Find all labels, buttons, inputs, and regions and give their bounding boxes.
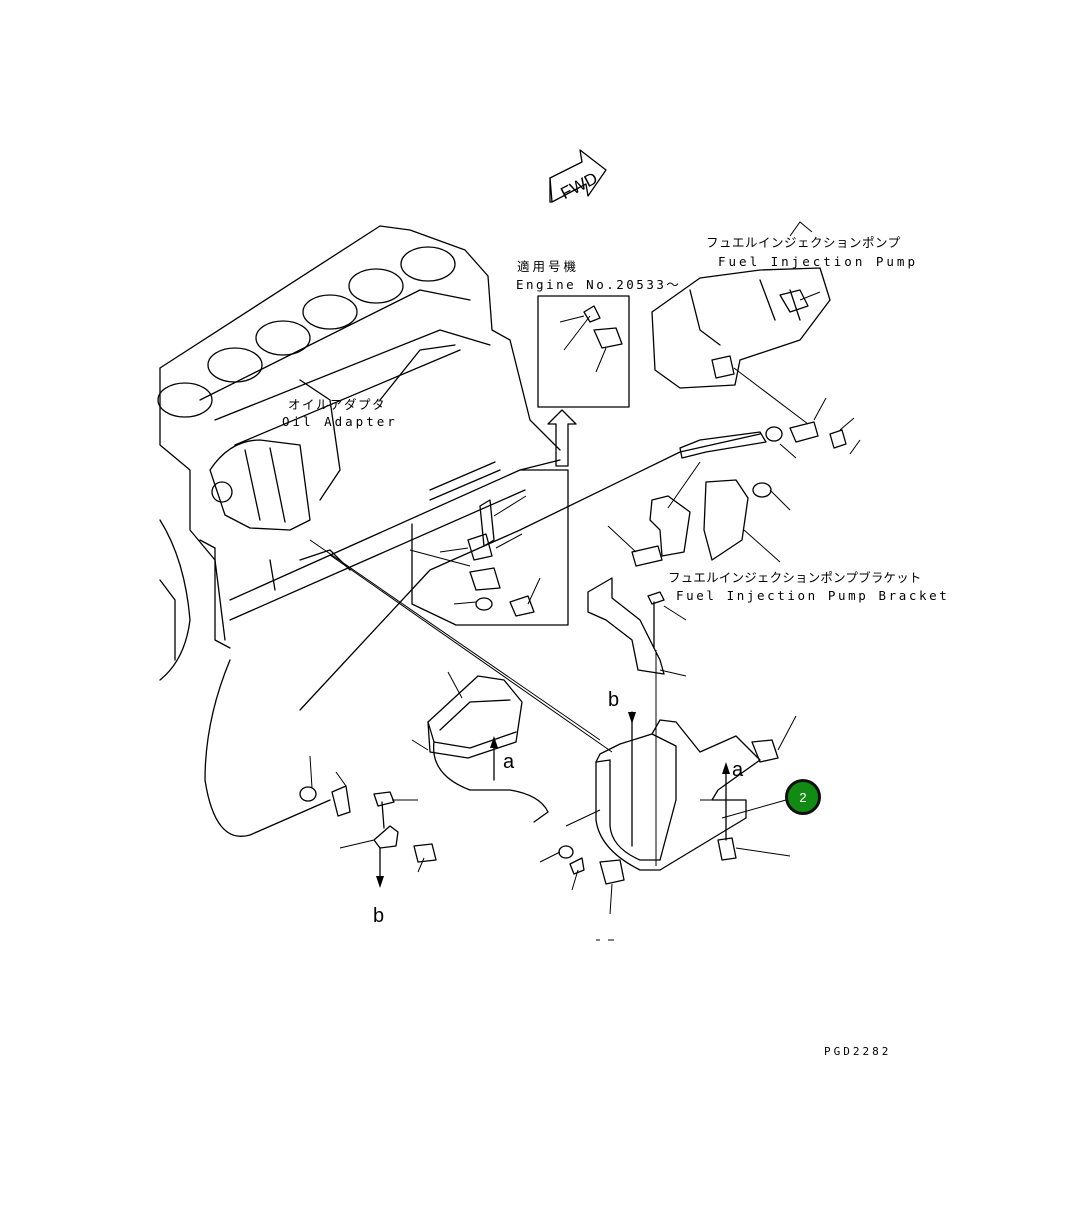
base-bracket bbox=[565, 719, 761, 871]
fwd-arrow-text: FWD bbox=[558, 169, 601, 204]
pump-bracket bbox=[607, 461, 791, 567]
part-callout-number: 2 bbox=[799, 789, 807, 805]
applicable-engine-label-en: Engine No.20533～ bbox=[516, 277, 682, 292]
fuel-pump-label-en: Fuel Injection Pump bbox=[718, 254, 918, 269]
mounting-stay bbox=[587, 577, 687, 866]
applicable-engine-inset bbox=[537, 295, 630, 467]
engine-block bbox=[157, 225, 561, 681]
part-callout-2[interactable]: 2 bbox=[785, 779, 821, 815]
fuel-pump-label-jp: フュエルインジェクションポンプ bbox=[706, 235, 901, 250]
fasteners bbox=[539, 715, 797, 941]
ref-b-bottom: b bbox=[373, 905, 385, 927]
clamp-inset bbox=[409, 469, 569, 626]
fuel-injection-pump bbox=[651, 221, 861, 459]
left-clamp-assembly bbox=[299, 755, 437, 873]
oil-adapter-label-jp: オイルアダプタ bbox=[288, 397, 387, 412]
pump-bracket-label-en: Fuel Injection Pump Bracket bbox=[676, 588, 950, 603]
ref-b-top: b bbox=[608, 689, 620, 711]
applicable-engine-label-jp: 適用号機 bbox=[517, 259, 580, 274]
ref-a-right: a bbox=[732, 759, 744, 781]
oil-adapter-label-en: Oil Adapter bbox=[282, 414, 398, 429]
drawing-code: PGD2282 bbox=[824, 1045, 892, 1058]
ref-a-left: a bbox=[503, 751, 515, 773]
controller-unit bbox=[411, 671, 549, 823]
up-arrow-icon bbox=[547, 409, 577, 467]
callout-leader bbox=[721, 799, 787, 819]
fwd-arrow-icon: FWD bbox=[549, 149, 607, 204]
fuel-line bbox=[204, 431, 767, 837]
pump-bracket-label-jp: フュエルインジェクションポンプブラケット bbox=[668, 570, 922, 585]
reference-arrows bbox=[376, 711, 730, 888]
